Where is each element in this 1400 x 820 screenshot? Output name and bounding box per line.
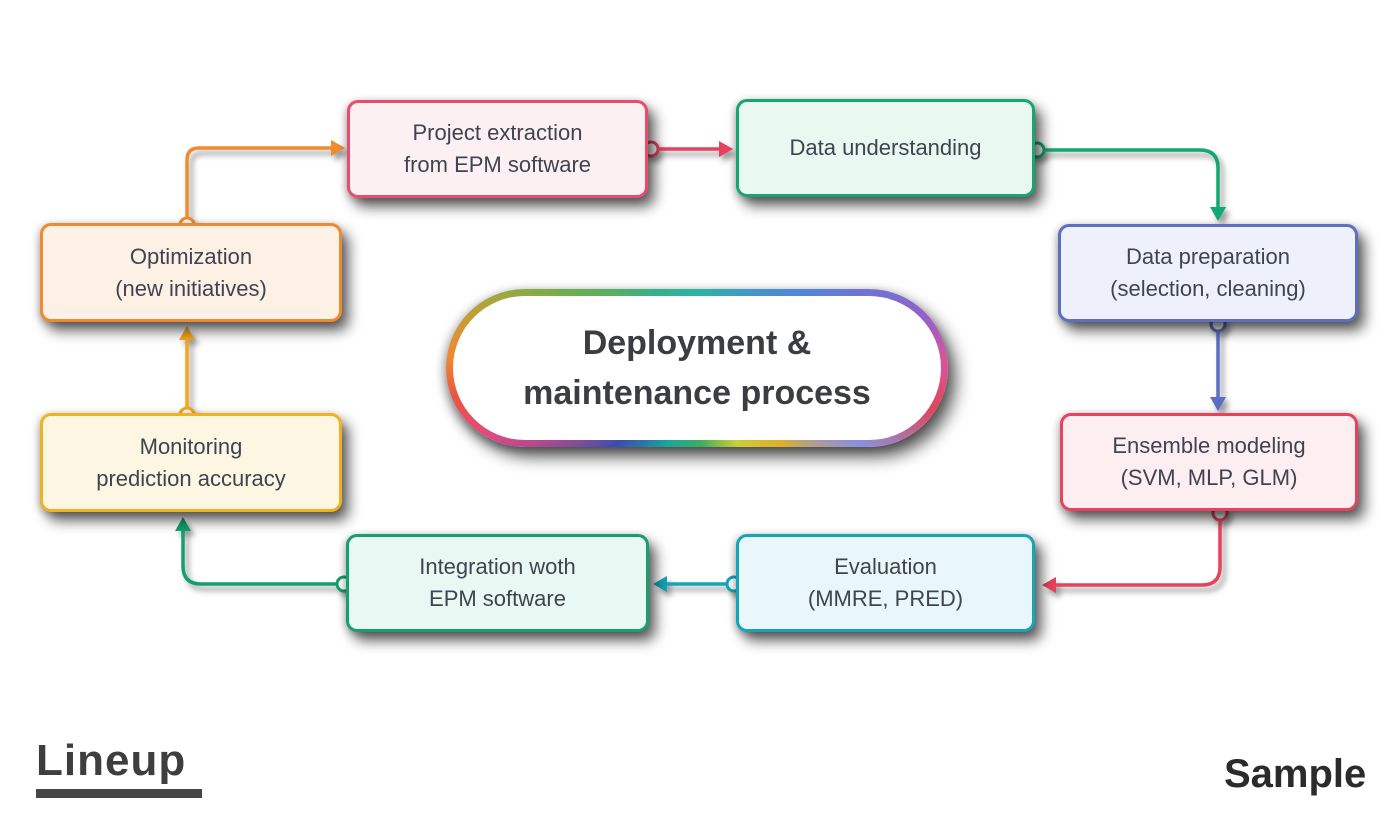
connector-optimization-to-project-extraction	[178, 140, 345, 234]
node-evaluation: Evaluation (MMRE, PRED)	[736, 534, 1035, 632]
arrowhead-icon	[653, 576, 667, 592]
watermark-right: Sample	[1224, 752, 1367, 796]
connector-data-preparation-to-ensemble-modeling	[1209, 315, 1227, 411]
node-monitoring: Monitoring prediction accuracy	[40, 413, 342, 512]
brand-logo-text: Lineup	[36, 736, 187, 785]
center-title-pill: Deployment & maintenance process	[446, 289, 948, 447]
arrowhead-icon	[175, 517, 191, 531]
connector-evaluation-to-integration	[653, 575, 743, 593]
connector-monitoring-to-optimization	[178, 326, 196, 424]
connector-line	[1044, 148, 1220, 209]
node-data-understanding: Data understanding	[736, 99, 1035, 197]
node-project-extraction: Project extraction from EPM software	[347, 100, 648, 198]
connector-line	[185, 146, 333, 218]
connector-integration-to-monitoring	[175, 517, 353, 593]
brand-logo-underline	[36, 789, 202, 798]
connector-line	[181, 529, 337, 586]
arrowhead-icon	[1042, 577, 1056, 593]
connector-data-understanding-to-data-preparation	[1028, 141, 1226, 221]
brand-logo-left: Lineup	[36, 738, 202, 798]
connector-line	[1054, 520, 1222, 587]
arrowhead-icon	[1210, 207, 1226, 221]
arrowhead-icon	[179, 326, 195, 340]
arrowhead-icon	[1210, 397, 1226, 411]
node-integration: Integration woth EPM software	[346, 534, 649, 632]
node-optimization: Optimization (new initiatives)	[40, 223, 342, 322]
connector-ensemble-modeling-to-evaluation	[1042, 504, 1229, 593]
node-ensemble-modeling: Ensemble modeling (SVM, MLP, GLM)	[1060, 413, 1358, 511]
node-data-preparation: Data preparation (selection, cleaning)	[1058, 224, 1358, 322]
diagram-title: Deployment & maintenance process	[453, 296, 941, 440]
connector-project-extraction-to-data-understanding	[642, 140, 733, 158]
arrowhead-icon	[719, 141, 733, 157]
arrowhead-icon	[331, 140, 345, 156]
